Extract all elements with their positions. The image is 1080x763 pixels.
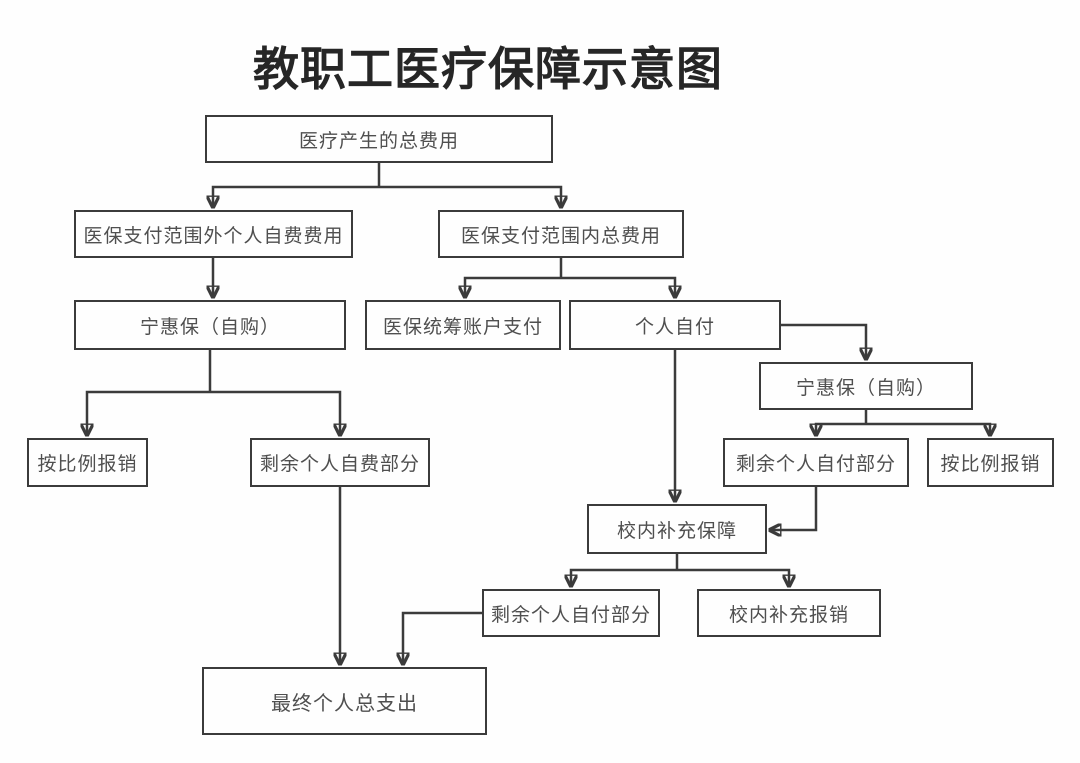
edge-totalcost-to-outside bbox=[213, 185, 379, 207]
node-campus-supplement: 校内补充保障 bbox=[587, 504, 767, 554]
edge-ninghuibao-to-proportional bbox=[87, 390, 210, 435]
edge-inside-to-pooled bbox=[465, 276, 561, 297]
edge-campus-to-remainpaid2 bbox=[571, 568, 677, 586]
node-remaining-self-funded: 剩余个人自费部分 bbox=[250, 438, 430, 487]
node-remaining-self-paid: 剩余个人自付部分 bbox=[723, 438, 909, 487]
node-ninghuibao-left: 宁惠保（自购） bbox=[74, 300, 346, 350]
edge-remainpaid2-to-final bbox=[403, 611, 482, 664]
edge-inside-to-selfpay bbox=[561, 276, 675, 297]
edge-remainpaid-to-campus bbox=[770, 487, 818, 530]
node-final-total: 最终个人总支出 bbox=[202, 667, 487, 735]
node-self-pay: 个人自付 bbox=[569, 300, 781, 350]
edge-ninghuibao2-to-remainpaid bbox=[816, 422, 866, 435]
edge-ninghuibao-to-remainfunded bbox=[210, 390, 340, 435]
node-inside-scope: 医保支付范围内总费用 bbox=[438, 210, 684, 258]
edge-campus-to-reimburse bbox=[677, 568, 789, 586]
node-remaining-self-paid-2: 剩余个人自付部分 bbox=[482, 589, 660, 637]
edge-selfpay-to-ninghuibao2 bbox=[781, 323, 866, 359]
edge-ninghuibao2-to-proportional bbox=[866, 422, 990, 435]
diagram-title: 教职工医疗保障示意图 bbox=[253, 42, 723, 96]
node-campus-reimburse: 校内补充报销 bbox=[697, 589, 881, 637]
node-proportional-right: 按比例报销 bbox=[927, 438, 1054, 487]
node-total-cost: 医疗产生的总费用 bbox=[205, 115, 553, 163]
node-pooled-account: 医保统筹账户支付 bbox=[365, 300, 561, 350]
edge-totalcost-to-inside bbox=[379, 185, 561, 207]
node-ninghuibao-right: 宁惠保（自购） bbox=[759, 362, 973, 410]
node-outside-scope: 医保支付范围外个人自费费用 bbox=[74, 210, 353, 258]
node-proportional-left: 按比例报销 bbox=[27, 438, 148, 487]
